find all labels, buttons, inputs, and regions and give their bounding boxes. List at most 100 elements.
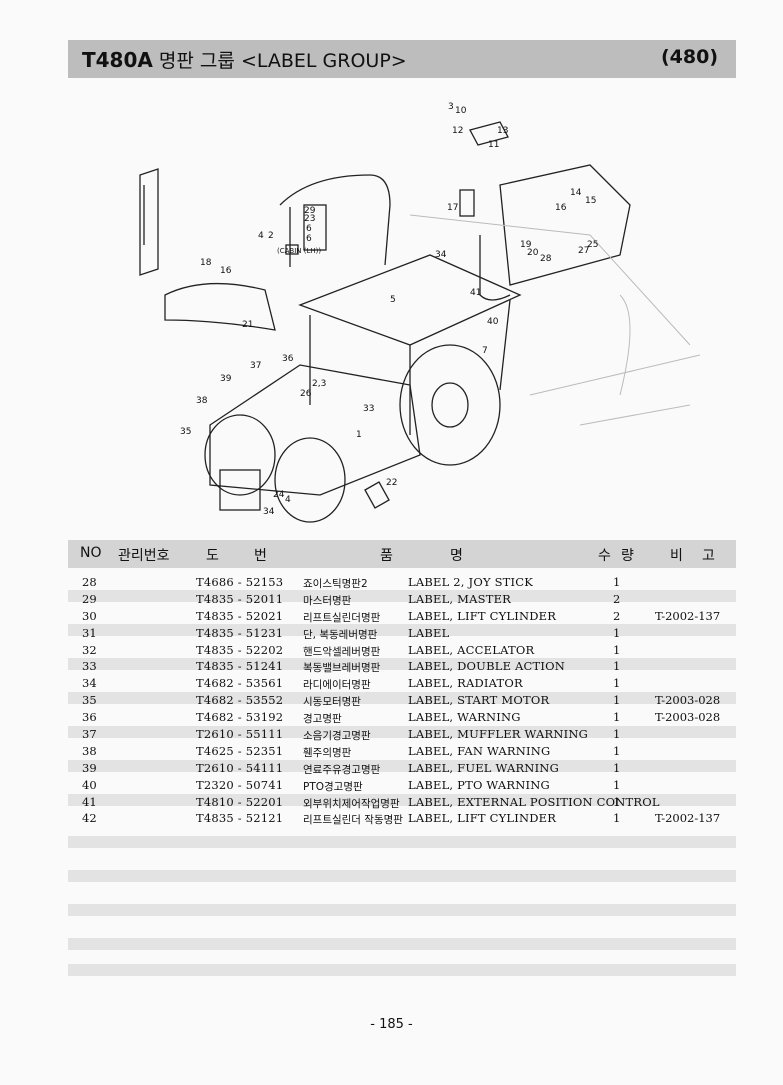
svg-text:36: 36 xyxy=(282,354,294,364)
cabin-post-left xyxy=(139,168,159,276)
cell-en: LABEL, PTO WARNING xyxy=(408,777,550,792)
cell-en: LABEL 2, JOY STICK xyxy=(408,575,534,589)
col-no: NO xyxy=(80,545,102,561)
svg-text:2: 2 xyxy=(268,231,274,241)
cell-code: T4835 - 52121 xyxy=(196,811,284,826)
cell-kr: 휀주의명판 xyxy=(303,746,352,759)
cell-kr: 죠이스틱명판2 xyxy=(303,578,368,590)
cell-en: LABEL, DOUBLE ACTION xyxy=(408,659,566,674)
header-title: T480A 명판 그룹 <LABEL GROUP> xyxy=(82,46,407,73)
cell-remark: T-2003-028 xyxy=(655,693,721,708)
page-number: - 185 - xyxy=(370,1017,413,1032)
cell-qty: 2 xyxy=(613,608,621,623)
cabin-pillars xyxy=(309,299,511,435)
svg-text:4: 4 xyxy=(258,231,264,241)
svg-text:16: 16 xyxy=(555,203,567,213)
col-remark-1: 비 xyxy=(670,548,683,564)
svg-text:41: 41 xyxy=(470,288,481,298)
lift-cylinder-label xyxy=(364,481,390,509)
cell-qty: 1 xyxy=(613,811,621,826)
cell-kr: 외부위치제어작업명판 xyxy=(303,797,400,810)
svg-text:28: 28 xyxy=(540,254,552,264)
cell-qty: 1 xyxy=(613,693,621,708)
rollbar xyxy=(279,174,391,267)
cell-qty: 1 xyxy=(613,760,621,775)
cell-kr: 라디에이터명판 xyxy=(303,679,371,692)
cell-no: 40 xyxy=(82,777,97,792)
cell-no: 33 xyxy=(82,659,97,674)
cell-kr: 시동모터명판 xyxy=(303,696,361,709)
col-qty-2: 량 xyxy=(621,548,634,564)
cell-qty: 2 xyxy=(613,591,621,606)
cell-qty: 1 xyxy=(613,625,621,640)
cell-kr: 마스터명판 xyxy=(303,594,352,607)
cell-en: LABEL, RADIATOR xyxy=(408,676,523,691)
cell-kr: 경고명판 xyxy=(303,713,342,726)
svg-text:22: 22 xyxy=(386,478,397,488)
col-remark-2: 고 xyxy=(702,548,715,564)
cell-code: T4686 - 52153 xyxy=(196,575,284,589)
cell-qty: 1 xyxy=(613,777,621,792)
cell-code: T4682 - 53192 xyxy=(196,710,284,725)
col-item-2: 명 xyxy=(450,548,463,564)
cell-kr: PTO경고명판 xyxy=(303,780,363,793)
svg-text:40: 40 xyxy=(487,317,499,327)
svg-text:24: 24 xyxy=(273,490,285,500)
svg-text:25: 25 xyxy=(587,240,598,250)
cell-code: T4810 - 52201 xyxy=(196,794,284,809)
svg-text:12: 12 xyxy=(452,126,463,136)
dashboard-switch xyxy=(469,121,509,146)
svg-text:17: 17 xyxy=(447,203,458,213)
cell-no: 31 xyxy=(82,625,97,640)
cell-code: T4682 - 53561 xyxy=(196,676,284,691)
svg-text:10: 10 xyxy=(455,106,467,116)
cell-en: LABEL, WARNING xyxy=(408,710,521,725)
rear-wheel xyxy=(399,344,501,466)
cell-no: 35 xyxy=(82,693,97,708)
cell-en: LABEL, FAN WARNING xyxy=(408,743,551,758)
col-qty-1: 수 xyxy=(598,548,611,564)
cell-code: T4682 - 53552 xyxy=(196,693,284,708)
cell-qty: 1 xyxy=(613,659,621,674)
cell-en: LABEL, EXTERNAL POSITION CONTROL xyxy=(408,794,660,809)
svg-text:7: 7 xyxy=(482,346,488,356)
svg-text:35: 35 xyxy=(180,427,191,437)
rear-fender xyxy=(164,282,276,331)
cell-qty: 1 xyxy=(613,575,621,589)
cell-en: LABEL, LIFT CYLINDER xyxy=(408,811,557,826)
table-row: 35 T4682 - 53552 시동모터명판 LABEL, START MOTOR 1… xyxy=(68,692,736,709)
cell-remark: T-2003-028 xyxy=(655,710,721,725)
cell-en: LABEL, MASTER xyxy=(408,591,512,606)
svg-text:23: 23 xyxy=(304,214,315,224)
cell-code: T4625 - 52351 xyxy=(196,743,284,758)
svg-text:34: 34 xyxy=(435,250,447,260)
cell-kr: 리프트실린더명판 xyxy=(303,611,381,624)
cell-no: 38 xyxy=(82,743,97,758)
cell-en: LABEL, START MOTOR xyxy=(408,693,550,708)
svg-text:4: 4 xyxy=(285,495,291,505)
background-faint-lines xyxy=(409,214,701,426)
cell-code: T4835 - 51231 xyxy=(196,625,284,640)
svg-text:11: 11 xyxy=(488,140,499,150)
svg-text:20: 20 xyxy=(527,248,539,258)
svg-text:38: 38 xyxy=(196,396,208,406)
svg-text:6: 6 xyxy=(306,234,312,244)
svg-text:15: 15 xyxy=(585,196,596,206)
cell-en: LABEL, MUFFLER WARNING xyxy=(408,727,588,742)
title-english: <LABEL GROUP> xyxy=(240,50,407,72)
col-drawing-1: 도 xyxy=(206,548,219,564)
cell-no: 42 xyxy=(82,811,97,826)
cell-no: 37 xyxy=(82,727,97,742)
group-number: (480) xyxy=(660,46,718,68)
svg-text:19: 19 xyxy=(520,240,532,250)
tractor-hood xyxy=(209,364,421,496)
cell-no: 29 xyxy=(82,591,97,606)
